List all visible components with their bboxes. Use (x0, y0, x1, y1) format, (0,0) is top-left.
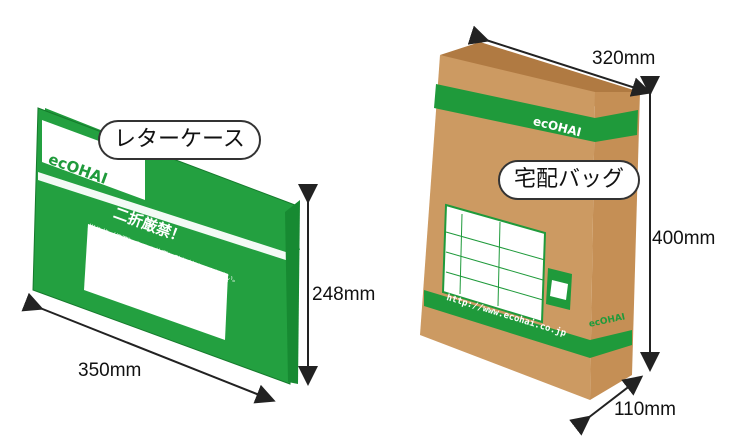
bag-side-green-band (595, 110, 638, 142)
bag-height-label: 400mm (652, 228, 716, 249)
letter-case-logo-area (42, 120, 145, 200)
bag-seal-inner (550, 280, 568, 300)
letter-case-name-label: レターケース (98, 120, 261, 160)
delivery-bag (420, 42, 640, 400)
letter-height-label: 248mm (312, 284, 376, 305)
bag-label-grid (445, 213, 546, 307)
arrow-letter-width (21, 292, 276, 404)
bag-green-band (434, 84, 595, 142)
letter-case-side (285, 200, 300, 384)
arrow-bag-width (467, 25, 652, 97)
bag-bottom-band (424, 290, 590, 358)
bag-depth-label: 110mm (614, 399, 676, 420)
bag-width-label: 320mm (592, 48, 656, 69)
bag-side-bottom-band (590, 330, 632, 358)
bag-name-label: 宅配バッグ (498, 160, 641, 200)
arrow-bag-depth (569, 375, 644, 436)
dimension-lines (21, 25, 660, 436)
letter-case-white-stripe (38, 172, 295, 263)
letter-width-label: 350mm (78, 360, 142, 381)
address-label-header (88, 224, 228, 282)
